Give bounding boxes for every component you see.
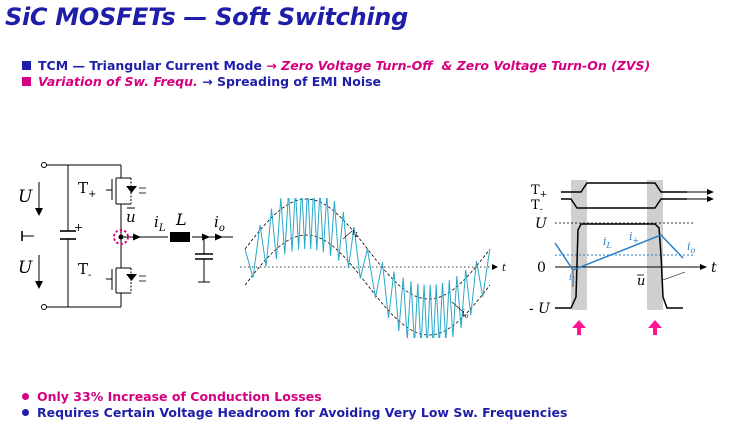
wave-t-label: t: [502, 263, 507, 274]
bullet-tcm-amp: &: [441, 58, 453, 73]
timing-u-label: u: [637, 274, 645, 289]
bullet-variation-suffix: Spreading of EMI Noise: [216, 74, 382, 89]
bullet-conduction-losses: Only 33% Increase of Conduction Losses: [22, 389, 567, 405]
bottom-bullet-list: Only 33% Increase of Conduction Losses R…: [22, 389, 567, 421]
timing-T-minus-label: T-: [531, 198, 543, 215]
half-bridge-circuit: U U + T+ T- u iL L io: [18, 162, 233, 310]
timing-minus-U-label: - U: [529, 301, 551, 317]
tcm-current-waveform: iL io t: [240, 198, 507, 338]
bullet-losses-part2: Conduction Losses: [190, 389, 322, 404]
circuit-plus-sign: +: [74, 221, 83, 234]
wave-iL-label: iL: [352, 228, 359, 239]
slide-title: SiC MOSFETs — Soft Switching: [5, 3, 408, 31]
circuit-u-label: u: [126, 208, 136, 226]
wave-io-label: io: [462, 309, 469, 320]
timing-io-label: io: [687, 240, 696, 255]
bullet-voltage-headroom: Requires Certain Voltage Headroom for Av…: [22, 405, 567, 421]
top-bullet-list: TCM — Triangular Current Mode → Zero Vol…: [22, 58, 650, 90]
bullet-losses-part1: Only 33% Increase of: [37, 389, 186, 404]
timing-zero-label: 0: [537, 260, 546, 276]
timing-iL-label: iL: [603, 235, 612, 250]
bullet-headroom-text: Requires Certain Voltage Headroom for Av…: [37, 405, 568, 420]
timing-iL-lower-label: iL: [569, 273, 577, 284]
circuit-inductor-label: L: [175, 210, 187, 229]
square-bullet-icon: [22, 77, 31, 86]
timing-i-plus-label: i+: [629, 230, 639, 245]
arrow-icon: →: [266, 58, 277, 73]
square-bullet-icon: [22, 61, 31, 70]
bullet-tcm: TCM — Triangular Current Mode → Zero Vol…: [22, 58, 650, 74]
arrow-icon: →: [202, 74, 213, 89]
timing-t-label: t: [711, 260, 717, 276]
dot-bullet-icon: [22, 393, 29, 400]
circuit-U-top-label: U: [18, 187, 33, 207]
dot-bullet-icon: [22, 409, 29, 416]
timing-T-plus-label: T+: [531, 183, 547, 200]
circuit-iL-label: iL: [154, 213, 166, 234]
bullet-tcm-part2: Zero Voltage Turn-On (ZVS): [456, 58, 651, 73]
bullet-variation-prefix: Variation of Sw. Frequ.: [38, 74, 198, 89]
circuit-T-minus-label: T-: [78, 260, 91, 281]
bullet-variation: Variation of Sw. Frequ. → Spreading of E…: [22, 74, 650, 90]
turn-on-arrow-icon: [648, 320, 662, 335]
turn-on-arrow-icon: [572, 320, 586, 335]
bullet-tcm-prefix: TCM — Triangular Current Mode: [38, 58, 262, 73]
circuit-io-label: io: [214, 213, 225, 234]
circuit-T-plus-label: T+: [78, 179, 96, 200]
circuit-U-bottom-label: U: [18, 258, 33, 278]
zvs-timing-diagram: T+ T- U 0 - U t iL i+ io iL u: [529, 180, 717, 335]
bullet-tcm-part1: Zero Voltage Turn-Off: [281, 58, 433, 73]
timing-U-label: U: [535, 216, 548, 232]
